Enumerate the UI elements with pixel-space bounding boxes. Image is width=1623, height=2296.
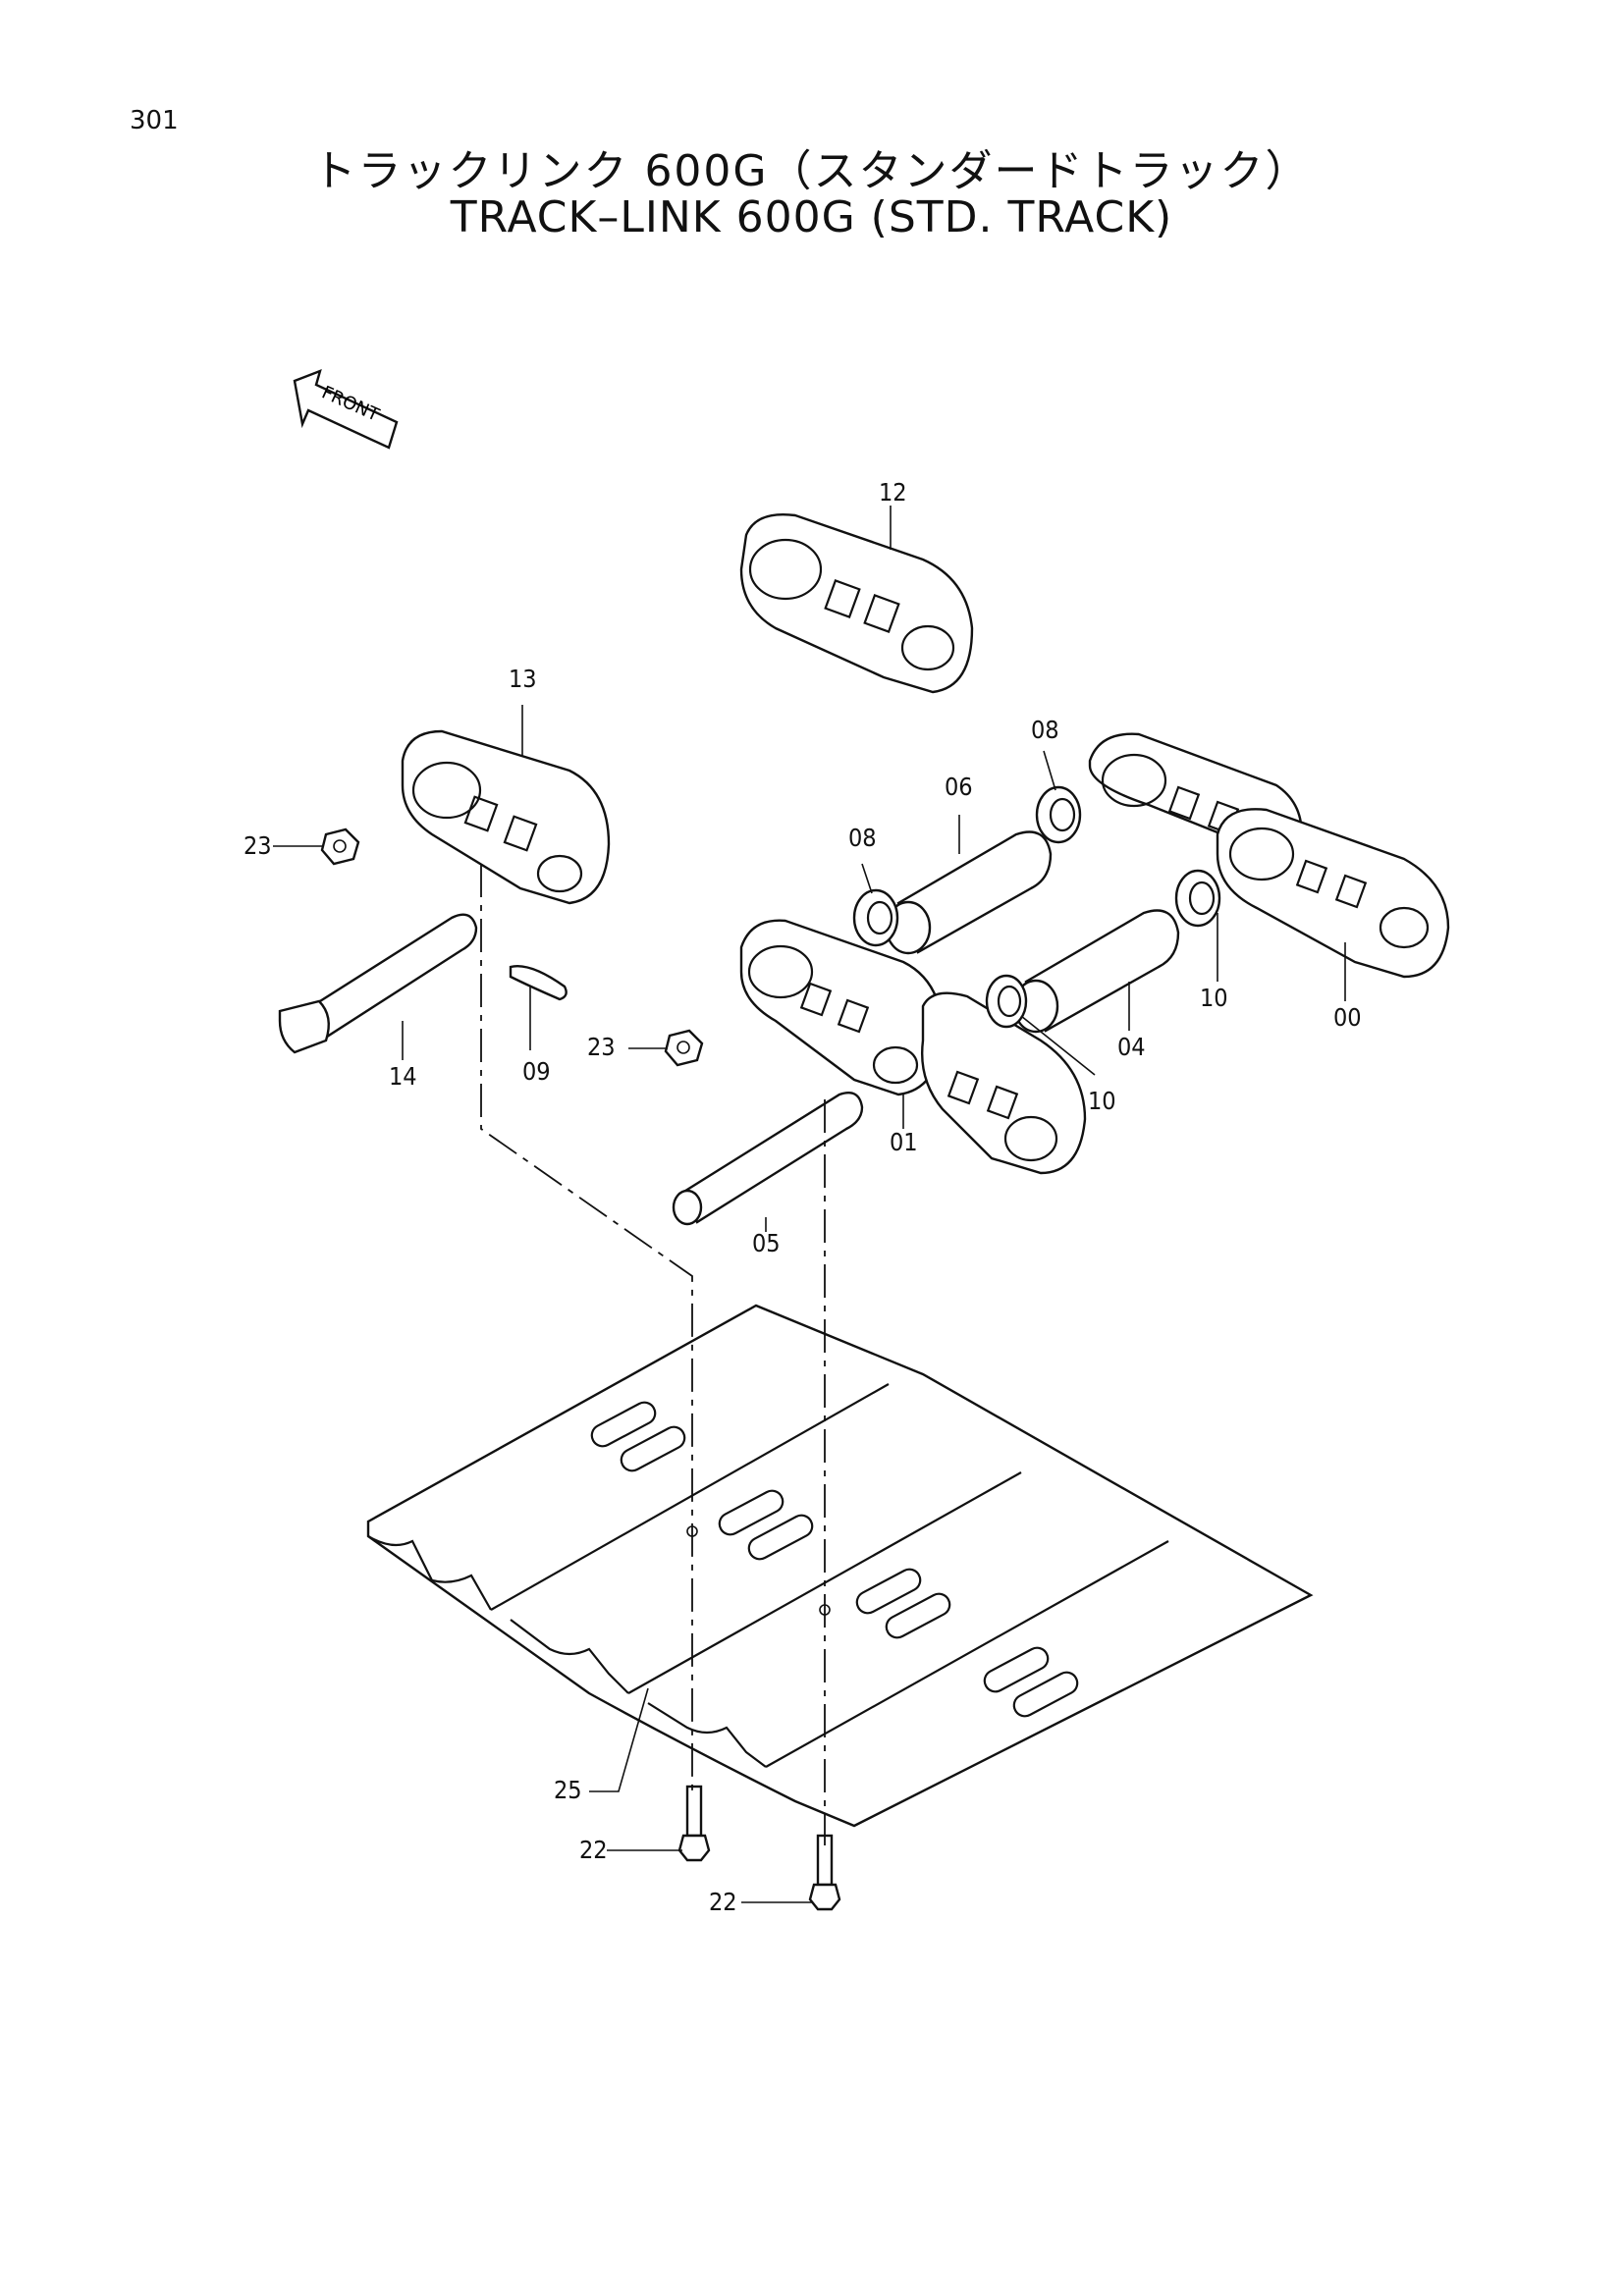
title-japanese: トラックリンク 600G（スタンダードトラック） [312,146,1311,196]
callout-13: 13 [509,665,537,693]
alignment-lines [480,864,826,1845]
front-arrow-icon: FRONT [293,369,399,450]
callout-05: 05 [752,1229,781,1257]
bolt-22-right [808,1834,841,1911]
cotter-pin-09 [509,965,568,1001]
callout-10-right: 10 [1200,984,1228,1012]
seal-10-right [1174,869,1221,928]
callout-06: 06 [945,773,973,801]
track-link-13 [401,729,611,905]
callout-10-center: 10 [1088,1087,1116,1115]
callout-01: 01 [890,1128,918,1156]
leader-lines [273,506,1346,1903]
bolt-22-left [677,1785,711,1862]
page-number: 301 [130,106,179,135]
callout-04: 04 [1117,1033,1146,1061]
title-english: TRACK–LINK 600G (STD. TRACK) [450,192,1173,242]
seal-08-right [1035,785,1082,844]
track-link-01 [739,919,1087,1175]
seal-10-left [985,974,1028,1029]
callout-22-right: 22 [709,1888,737,1916]
nut-23-left [320,828,360,866]
callout-12: 12 [879,478,907,507]
callout-23-center: 23 [587,1033,616,1061]
callout-08-left: 08 [848,824,877,852]
callout-00: 00 [1333,1003,1362,1032]
track-link-12 [739,513,974,694]
callout-25: 25 [554,1776,582,1804]
callout-08-right: 08 [1031,716,1059,744]
callout-14: 14 [389,1062,417,1091]
callout-09: 09 [522,1057,551,1086]
bushing-04 [1012,909,1180,1034]
track-shoe-assembly-25 [366,1304,1314,1828]
seal-08-left [852,888,899,947]
bushing-06 [885,830,1053,955]
master-pin-14 [278,913,478,1054]
track-link-00 [1088,732,1450,979]
nut-23-center [664,1029,704,1067]
callout-23-left: 23 [243,831,272,860]
callout-22-left: 22 [579,1836,608,1864]
pin-05 [672,1091,864,1226]
